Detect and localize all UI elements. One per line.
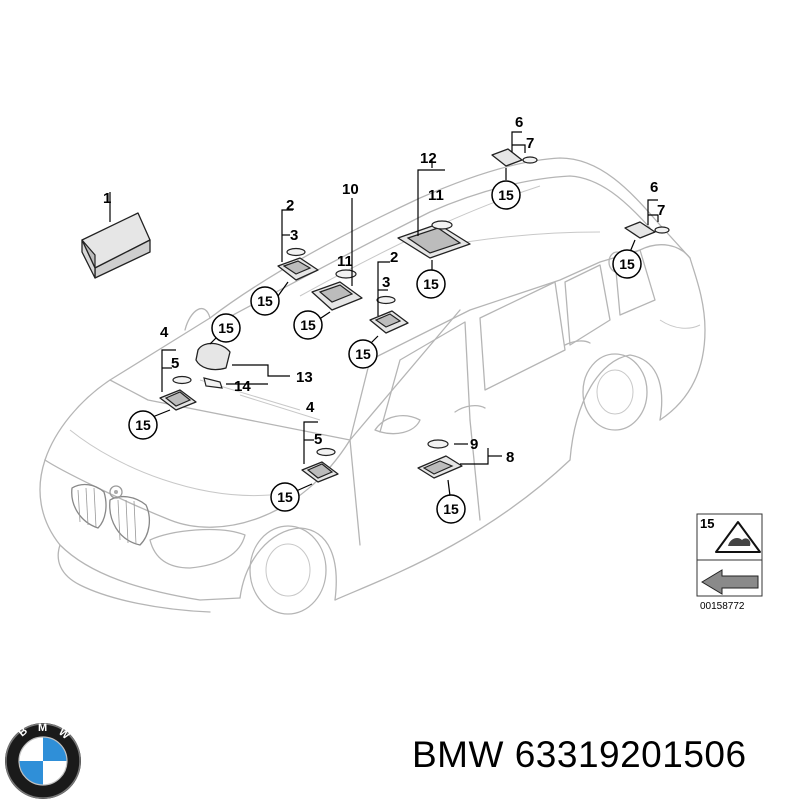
callout-circles: 15 15 15 15 15 15 15 15 15 15 (128, 180, 642, 524)
label-14: 14 (234, 378, 251, 395)
svg-text:15: 15 (423, 276, 439, 292)
reference-number: 15 (700, 516, 714, 531)
svg-text:15: 15 (257, 293, 273, 309)
callout-15-right: 15 (348, 339, 378, 369)
callout-leaders (149, 168, 636, 497)
svg-text:15: 15 (443, 501, 459, 517)
part-1-module (81, 192, 151, 279)
part-4-door-light-front (159, 349, 197, 411)
part-2-light-left (277, 209, 319, 281)
callout-15-center: 15 (293, 310, 323, 340)
label-5-rear: 5 (314, 431, 322, 448)
svg-text:15: 15 (355, 346, 371, 362)
callout-15-footwell: 15 (436, 494, 466, 524)
bmw-logo: B M W (5, 722, 81, 799)
hand-symbol-icon (728, 538, 751, 546)
svg-text:15: 15 (277, 489, 293, 505)
label-2-left: 2 (286, 197, 294, 214)
callout-15-rear-a: 15 (491, 180, 521, 210)
label-5-front: 5 (171, 355, 179, 372)
label-6-b: 6 (650, 179, 658, 196)
reference-code: 00158772 (700, 601, 745, 612)
label-9: 9 (470, 436, 478, 453)
arrow-icon (701, 569, 759, 595)
part-number: 63319201506 (514, 734, 747, 775)
callout-15-door-rear: 15 (270, 482, 300, 512)
part-2-light-right (369, 261, 409, 334)
part-4-door-light-rear (301, 421, 339, 483)
brand-name: BMW (412, 734, 504, 775)
label-13: 13 (296, 369, 313, 386)
svg-text:15: 15 (498, 187, 514, 203)
part-12-roof-console (397, 160, 471, 259)
svg-text:M: M (38, 722, 47, 734)
label-6-a: 6 (515, 114, 523, 131)
label-8: 8 (506, 449, 514, 466)
callout-15-visor: 15 (211, 313, 241, 343)
label-11-console: 11 (428, 187, 444, 204)
callout-15-module: 15 (250, 286, 280, 316)
part-number-labels: 1 2 3 2 3 4 5 4 5 6 7 6 7 8 9 10 11 11 1… (103, 114, 665, 466)
label-10: 10 (342, 181, 359, 198)
callout-15-rear-b: 15 (612, 249, 642, 279)
part-10-center-light (311, 198, 363, 311)
part-13-visor-light (195, 342, 290, 389)
svg-text:15: 15 (619, 256, 635, 272)
svg-text:15: 15 (135, 417, 151, 433)
label-7-a: 7 (526, 135, 534, 152)
reference-box: 15 00158772 (696, 513, 763, 612)
label-3-right: 3 (382, 274, 390, 291)
label-1: 1 (103, 190, 111, 207)
svg-text:15: 15 (300, 317, 316, 333)
label-2-right: 2 (390, 249, 398, 266)
footer-caption: BMW 63319201506 (412, 734, 747, 776)
callout-15-console: 15 (416, 269, 446, 299)
svg-text:15: 15 (218, 320, 234, 336)
car-outline (39, 157, 706, 615)
label-4-rear: 4 (306, 399, 315, 416)
label-7-b: 7 (657, 202, 665, 219)
label-4-front: 4 (160, 324, 169, 341)
part-6-rear-light-b (624, 199, 670, 239)
label-11-center: 11 (337, 253, 353, 270)
label-12: 12 (420, 150, 437, 167)
callout-15-door-front: 15 (128, 410, 158, 440)
part-8-footwell-light (417, 439, 502, 479)
part-6-rear-light-a (491, 131, 538, 167)
label-3-left: 3 (290, 227, 298, 244)
